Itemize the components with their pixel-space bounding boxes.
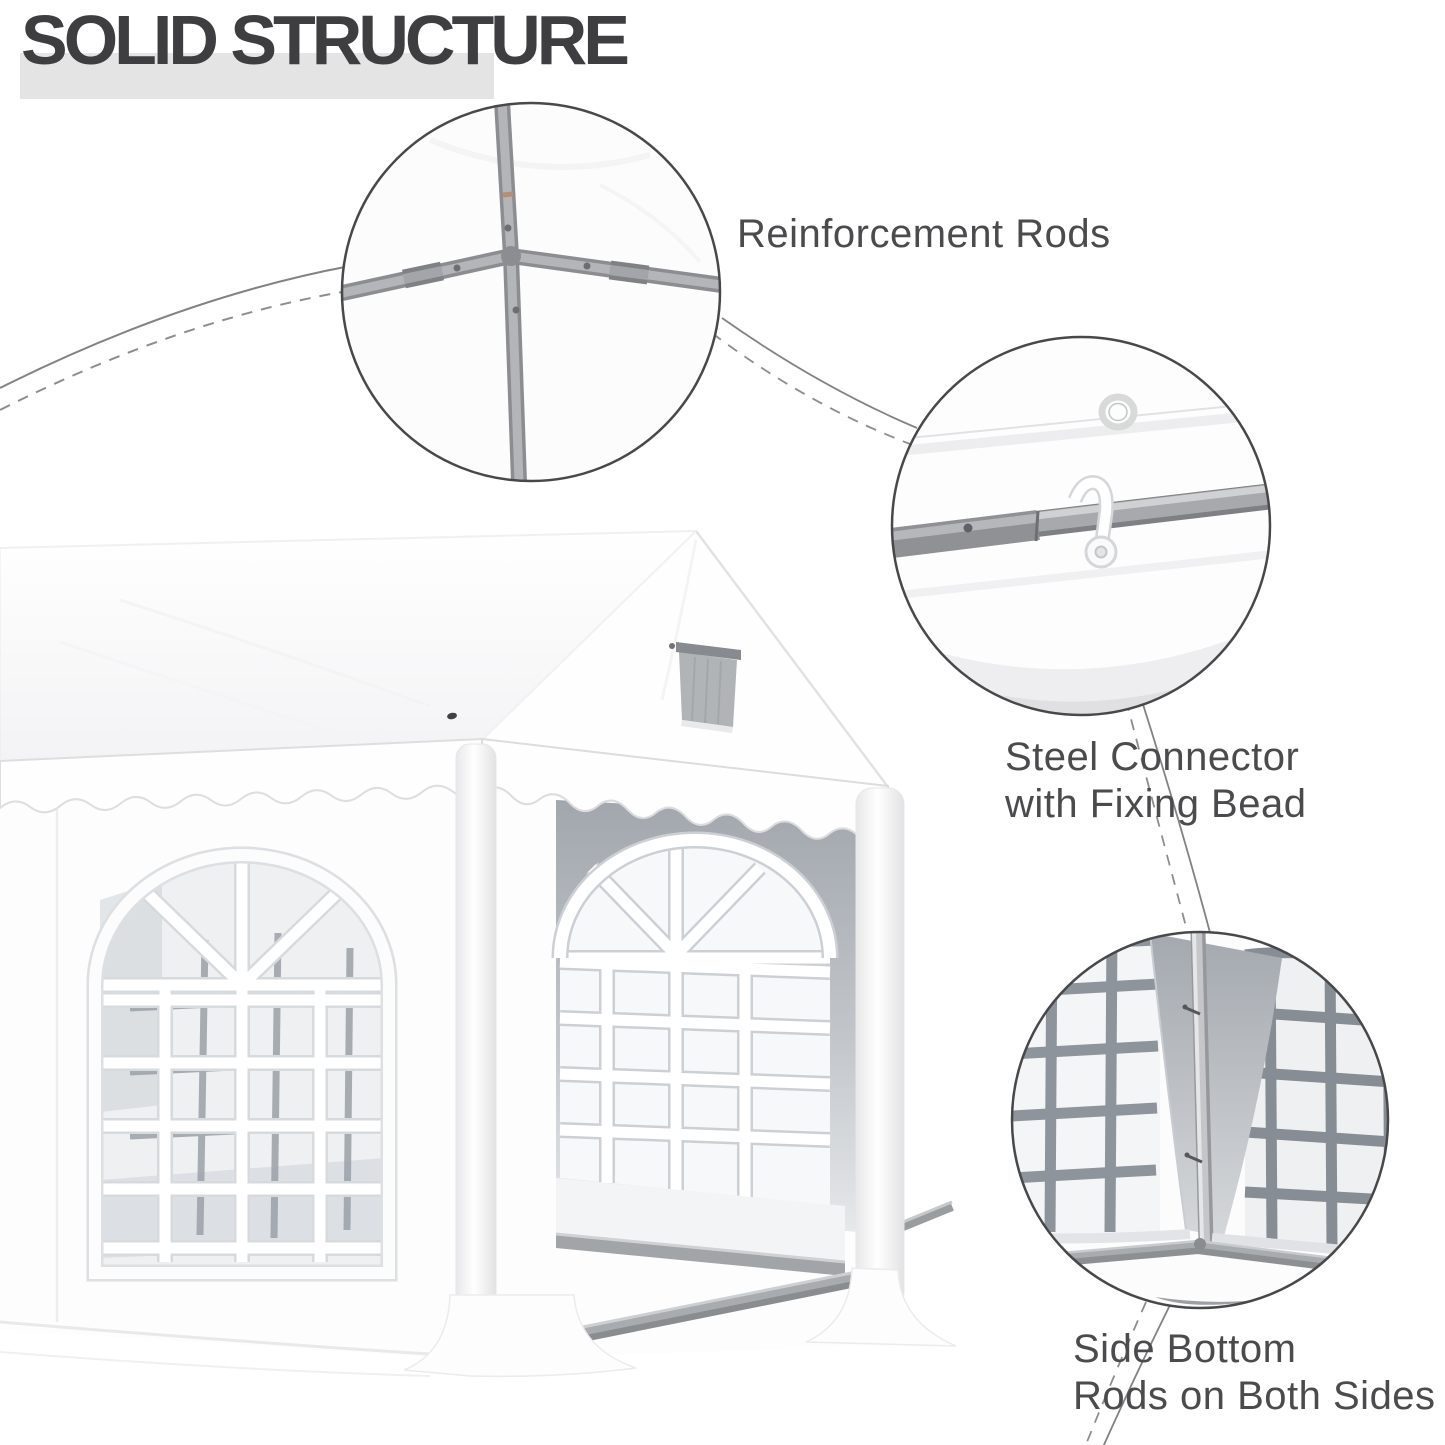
right-pole-skirt (805, 1267, 957, 1347)
doorway-interior (551, 800, 868, 1347)
corner-flap (1150, 933, 1282, 1236)
label-line: Steel Connector (1005, 735, 1300, 779)
pole-clips (1182, 1004, 1203, 1164)
roof-vent (669, 642, 741, 733)
side-window (86, 846, 398, 1282)
left-corner-pole (455, 743, 497, 1331)
gable-valance (481, 737, 889, 846)
label-line: Rods on Both Sides (1073, 1374, 1436, 1418)
label-steel-connector: Steel Connector with Fixing Bead (1005, 734, 1306, 828)
corner-poles (403, 743, 957, 1378)
callout-circle-side-bottom-rods (1010, 930, 1390, 1310)
back-bottom-rod (556, 1234, 845, 1276)
roof-eyelet (447, 712, 457, 720)
pole-base (1194, 1238, 1206, 1250)
leader-arc-dashed (0, 289, 355, 411)
back-window (551, 831, 839, 1205)
callout-circle-reinforcement-rods (340, 101, 722, 483)
bottom-rod-sliver (1155, 1294, 1296, 1305)
tent (0, 530, 957, 1378)
leader-arc-solid (0, 265, 351, 389)
rod-bolts (453, 224, 591, 314)
fabric-grommet (1098, 393, 1138, 431)
side-bottom-rod-through-door (556, 1268, 868, 1347)
callout-circle-steel-connector (890, 335, 1272, 717)
label-line: Side Bottom (1073, 1327, 1297, 1371)
label-line: Reinforcement Rods (737, 212, 1111, 256)
valances (0, 737, 889, 846)
left-pole-skirt (403, 1294, 637, 1378)
corner-pole-inner (1190, 932, 1214, 1243)
fixing-bead-clip (1068, 475, 1118, 569)
leader-lines (0, 265, 1213, 1445)
label-line: with Fixing Bead (1005, 782, 1307, 826)
rod-joint (342, 103, 720, 481)
title-highlight (20, 53, 494, 99)
right-corner-pole (855, 787, 905, 1309)
rod-rivet (963, 523, 973, 533)
right-side-bottom-rod-tip (896, 1200, 954, 1233)
tent-roof (0, 530, 890, 788)
side-window-muntins (86, 846, 398, 1282)
side-valance (0, 737, 483, 814)
label-side-bottom-rods: Side Bottom Rods on Both Sides (1073, 1326, 1436, 1420)
label-reinforcement-rods: Reinforcement Rods (737, 211, 1111, 258)
page-title: SOLID STRUCTURE (21, 1, 630, 79)
